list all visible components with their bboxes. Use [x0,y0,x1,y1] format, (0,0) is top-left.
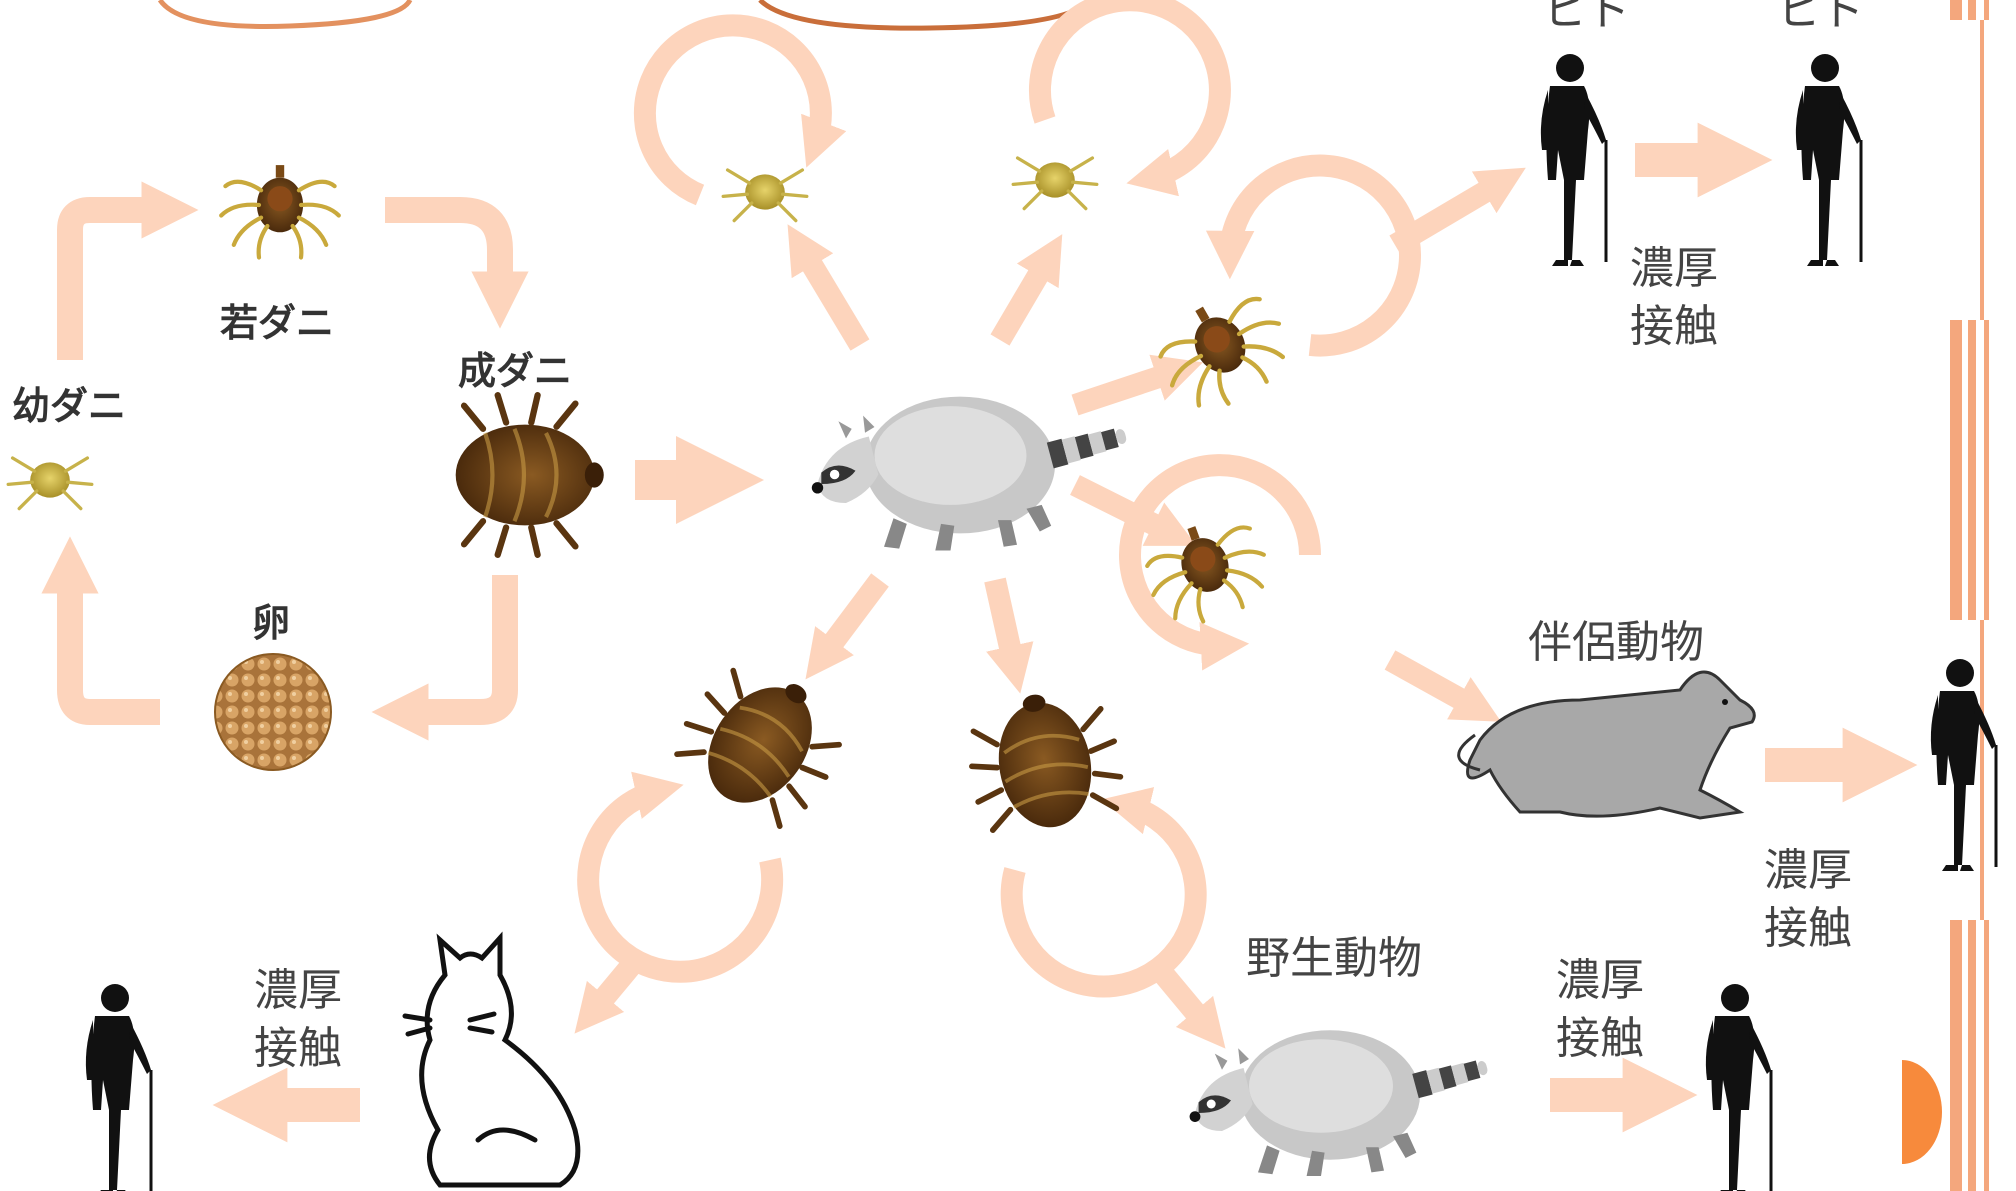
larva-tick-image [8,458,92,509]
human-silhouette-top-left [1541,54,1606,266]
dog-image [1459,672,1755,818]
nymph-tick-image [221,165,339,257]
label-human-top-left: ヒト [1542,0,1630,38]
label-human-top-right: ヒト [1776,0,1864,38]
raccoon-central [812,397,1129,551]
orange-half-circle [1902,1060,1942,1164]
larva-tick-top-right [1013,158,1097,209]
label-companion-animal: 伴侶動物 [1528,606,1704,670]
egg-cluster-image [215,654,331,770]
label-close-contact-bottom-right: 濃厚 接触 [1556,952,1644,1068]
cat-image [405,938,578,1185]
close-contact-line1: 濃厚 [1630,240,1718,298]
label-close-contact-right: 濃厚 接触 [1764,842,1852,958]
adult-tick-lower-left [665,645,860,838]
close-contact-line1: 濃厚 [1556,952,1644,1010]
adult-tick-lower-right [962,682,1127,839]
human-silhouette-bottom-right [1706,984,1771,1191]
top-oval-center [760,0,1090,28]
raccoon-wild [1190,1030,1490,1176]
label-egg: 卵 [252,592,290,647]
top-oval-left [160,0,410,26]
label-close-contact-bottom-left: 濃厚 接触 [254,962,342,1078]
close-contact-line2: 接触 [1630,298,1718,356]
nymph-tick-upper-right [1146,278,1301,423]
label-nymph: 若ダニ [220,292,334,347]
close-contact-line2: 接触 [254,1020,342,1078]
right-border-decoration [1902,0,1989,1191]
adult-tick-image [456,395,604,555]
close-contact-line1: 濃厚 [254,962,342,1020]
close-contact-line1: 濃厚 [1764,842,1852,900]
human-silhouette-right [1931,659,1996,871]
lifecycle-arrows [70,210,720,712]
close-contact-line2: 接触 [1556,1010,1644,1068]
label-adult: 成ダニ [458,340,572,395]
label-wild-animal: 野生動物 [1246,922,1422,986]
close-contact-line2: 接触 [1764,900,1852,958]
label-larva: 幼ダニ [12,375,126,430]
label-close-contact-top: 濃厚 接触 [1630,240,1718,356]
human-silhouette-top-right [1796,54,1861,266]
larva-tick-top-left [723,170,807,221]
human-silhouette-bottom-left [86,984,151,1191]
